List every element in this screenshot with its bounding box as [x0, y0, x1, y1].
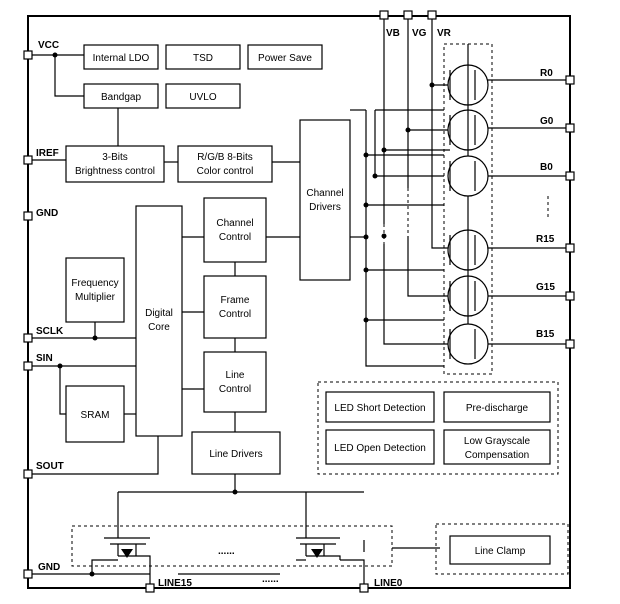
digital-core-line1: Digital — [145, 308, 173, 319]
digital-core-block — [135, 205, 183, 437]
switch-ellipsis: ...... — [218, 546, 235, 557]
sout-pad — [23, 469, 33, 479]
low-gray-line2: Compensation — [465, 450, 529, 461]
frequency-multiplier-block — [65, 257, 125, 323]
b0-label: B0 — [540, 162, 553, 173]
channel-control-line2: Control — [219, 232, 251, 243]
internal-ldo-label: Internal LDO — [93, 53, 150, 64]
r15-label: R15 — [536, 234, 555, 245]
channel-control-block — [203, 197, 267, 263]
freq-mult-line2: Multiplier — [75, 292, 116, 303]
line15-label: LINE15 — [158, 578, 192, 589]
frame-control-block — [203, 275, 267, 339]
channel-drivers-line1: Channel — [306, 188, 343, 199]
internal-ldo-block — [83, 44, 159, 70]
tsd-block — [165, 44, 241, 70]
color-line1: R/G/B 8-Bits — [197, 152, 253, 163]
line0-label: LINE0 — [374, 578, 403, 589]
protection-group — [317, 381, 559, 475]
current-sources — [447, 44, 489, 365]
line-control-block — [203, 351, 267, 413]
channel-control-line1: Channel — [216, 218, 253, 229]
iref-label: IREF — [36, 148, 59, 159]
line-clamp-label: Line Clamp — [475, 546, 526, 557]
color-control-block — [177, 145, 273, 183]
sin-label: SIN — [36, 353, 53, 364]
pre-discharge-label: Pre-discharge — [466, 403, 529, 414]
digital-core-line2: Core — [148, 322, 170, 333]
line15-pad — [145, 583, 155, 593]
line-clamp-block — [449, 535, 551, 565]
gnd-bottom-label: GND — [38, 562, 60, 573]
brightness-control-block — [65, 145, 165, 183]
vg-pad — [403, 10, 413, 20]
junction-dots — [52, 52, 435, 577]
low-gray-line1: Low Grayscale — [464, 436, 531, 447]
led-short-label: LED Short Detection — [334, 403, 425, 414]
r0-label: R0 — [540, 68, 553, 79]
line-drivers-block — [191, 431, 281, 475]
r0-pad — [565, 75, 575, 85]
line-drivers-label: Line Drivers — [209, 449, 262, 460]
sram-label: SRAM — [81, 410, 110, 421]
gnd-left-label: GND — [36, 208, 58, 219]
b0-pad — [565, 171, 575, 181]
vg-label: VG — [412, 28, 427, 39]
sclk-pad — [23, 333, 33, 343]
g15-label: G15 — [536, 282, 555, 293]
r15-pad — [565, 243, 575, 253]
vcc-label: VCC — [38, 40, 59, 51]
g15-pad — [565, 291, 575, 301]
led-open-block — [325, 429, 435, 465]
sin-pad — [23, 361, 33, 371]
power-save-label: Power Save — [258, 53, 312, 64]
power-save-block — [247, 44, 323, 70]
gnd-bottom-pad — [23, 569, 33, 579]
low-grayscale-block — [443, 429, 551, 465]
vcc-pad — [23, 50, 33, 60]
pre-discharge-block — [443, 391, 551, 423]
color-line2: Color control — [197, 166, 254, 177]
brightness-line1: 3-Bits — [102, 152, 128, 163]
vr-label: VR — [437, 28, 452, 39]
frame-control-line2: Control — [219, 309, 251, 320]
freq-mult-line1: Frequency — [71, 278, 118, 289]
bandgap-label: Bandgap — [101, 92, 141, 103]
line0-pad — [359, 583, 369, 593]
led-short-block — [325, 391, 435, 423]
channel-drivers-block — [299, 119, 351, 281]
b15-pad — [565, 339, 575, 349]
brightness-line2: Brightness control — [75, 166, 155, 177]
line-switches — [104, 537, 341, 560]
uvlo-label: UVLO — [189, 92, 216, 103]
bandgap-block — [83, 83, 159, 109]
b15-label: B15 — [536, 329, 555, 340]
g0-pad — [565, 123, 575, 133]
gnd-left-pad — [23, 211, 33, 221]
sout-label: SOUT — [36, 461, 64, 472]
vb-pad — [379, 10, 389, 20]
vr-pad — [427, 10, 437, 20]
line-clamp-group — [435, 523, 569, 575]
chip-outline — [27, 15, 571, 589]
g0-label: G0 — [540, 116, 554, 127]
wires — [28, 18, 570, 588]
frame-control-line1: Frame — [221, 295, 250, 306]
sclk-label: SCLK — [36, 326, 64, 337]
line-control-line2: Control — [219, 384, 251, 395]
tsd-label: TSD — [193, 53, 213, 64]
iref-pad — [23, 155, 33, 165]
sram-block — [65, 385, 125, 443]
led-open-label: LED Open Detection — [334, 443, 426, 454]
line-ellipsis: ...... — [262, 574, 279, 585]
uvlo-block — [165, 83, 241, 109]
channel-drivers-line2: Drivers — [309, 202, 341, 213]
line-control-line1: Line — [226, 370, 245, 381]
vb-label: VB — [386, 28, 400, 39]
